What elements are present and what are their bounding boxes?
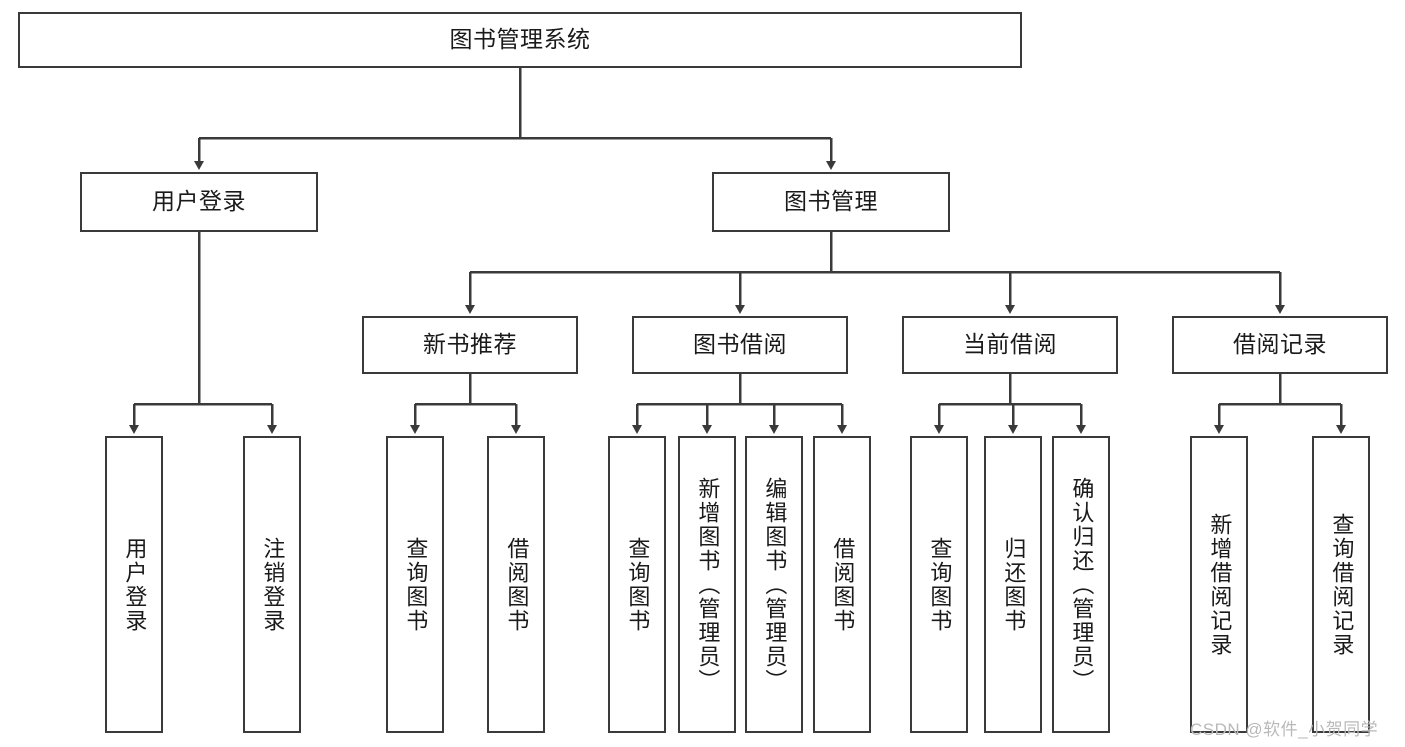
node-label: 图书借阅: [693, 331, 787, 358]
node-label: 用户登录: [122, 536, 148, 633]
node-leaf_b_book_2[interactable]: 借阅图书: [813, 436, 871, 733]
node-label: 借阅图书: [504, 536, 530, 633]
node-leaf_add_book[interactable]: 新增图书（管理员）: [678, 436, 736, 733]
node-leaf_b_book_1[interactable]: 借阅图书: [487, 436, 545, 733]
node-current_borrow[interactable]: 当前借阅: [902, 316, 1118, 374]
node-label: 用户登录: [152, 188, 246, 215]
node-root[interactable]: 图书管理系统: [18, 12, 1022, 68]
node-label: 编辑图书（管理员）: [762, 476, 788, 693]
node-label: 图书管理: [784, 188, 878, 215]
node-leaf_add_rec[interactable]: 新增借阅记录: [1190, 436, 1248, 733]
node-leaf_q_rec[interactable]: 查询借阅记录: [1312, 436, 1370, 733]
node-leaf_confirm[interactable]: 确认归还（管理员）: [1052, 436, 1110, 733]
node-label: 注销登录: [260, 536, 286, 633]
node-new_book_rec[interactable]: 新书推荐: [362, 316, 578, 374]
node-leaf_user_login[interactable]: 用户登录: [105, 436, 163, 733]
node-label: 新书推荐: [423, 331, 517, 358]
node-label: 当前借阅: [963, 331, 1057, 358]
node-leaf_q_book_1[interactable]: 查询图书: [386, 436, 444, 733]
node-leaf_q_book_2[interactable]: 查询图书: [608, 436, 666, 733]
node-user_login[interactable]: 用户登录: [80, 172, 318, 232]
node-book_borrow[interactable]: 图书借阅: [632, 316, 848, 374]
node-label: 查询图书: [625, 536, 651, 633]
node-leaf_return[interactable]: 归还图书: [984, 436, 1042, 733]
node-label: 确认归还（管理员）: [1069, 476, 1095, 693]
node-leaf_logout[interactable]: 注销登录: [243, 436, 301, 733]
node-label: 图书管理系统: [449, 26, 591, 53]
node-leaf_q_book_3[interactable]: 查询图书: [910, 436, 968, 733]
node-book_manage[interactable]: 图书管理: [712, 172, 950, 232]
watermark-label: CSDN @软件_小贺同学: [1190, 720, 1379, 739]
node-label: 归还图书: [1001, 536, 1027, 633]
node-borrow_record[interactable]: 借阅记录: [1172, 316, 1388, 374]
node-label: 借阅记录: [1233, 331, 1327, 358]
node-label: 新增借阅记录: [1207, 512, 1233, 657]
node-label: 查询借阅记录: [1329, 512, 1355, 657]
node-label: 借阅图书: [830, 536, 856, 633]
node-label: 新增图书（管理员）: [695, 476, 721, 693]
node-leaf_edit_book[interactable]: 编辑图书（管理员）: [745, 436, 803, 733]
node-label: 查询图书: [403, 536, 429, 633]
node-label: 查询图书: [927, 536, 953, 633]
